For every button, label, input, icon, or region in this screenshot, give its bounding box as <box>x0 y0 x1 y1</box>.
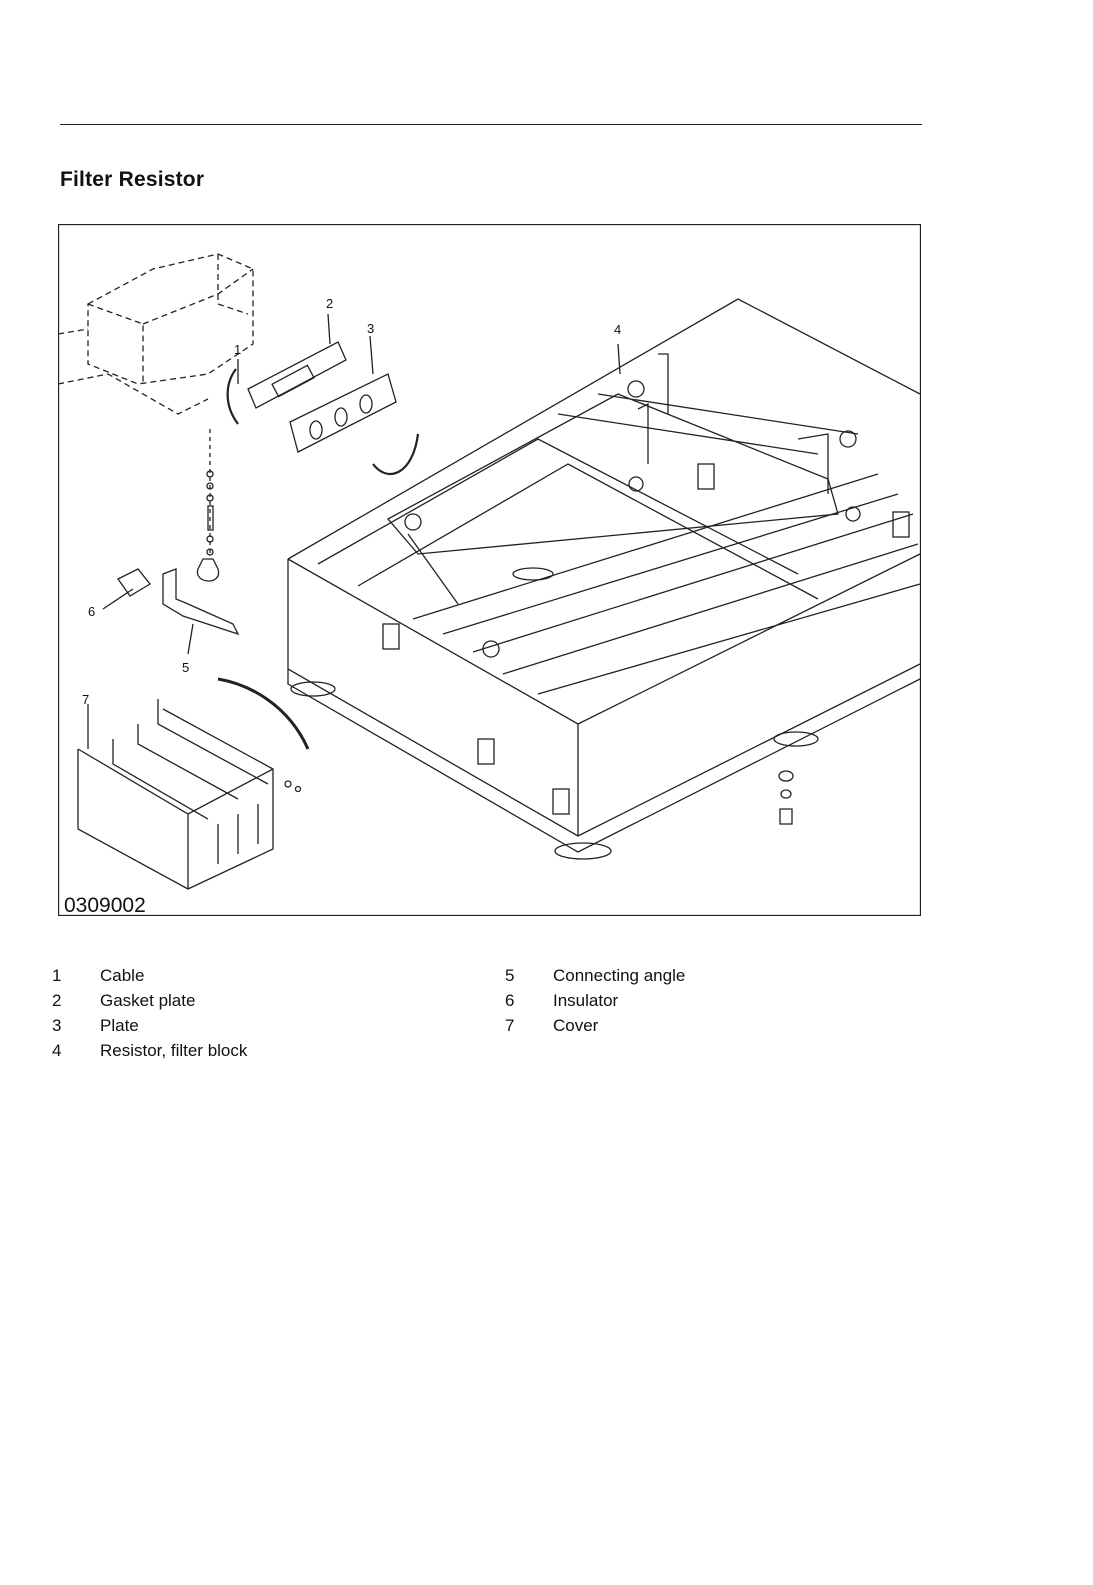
legend-number: 5 <box>505 966 515 985</box>
legend-item: 5 Connecting angle <box>505 966 685 991</box>
connecting-angle <box>162 568 240 636</box>
legend-number: 7 <box>505 1016 515 1035</box>
leader-3 <box>369 335 374 375</box>
fastener-stack <box>206 429 214 556</box>
gasket-plate <box>247 341 347 409</box>
legend-number: 3 <box>52 1016 62 1035</box>
legend-item: 7 Cover <box>505 1016 685 1041</box>
leader-5 <box>187 623 194 655</box>
cable-lower <box>217 677 310 750</box>
legend-right-column: 5 Connecting angle 6 Insulator 7 Cover <box>505 966 685 1041</box>
legend-label: Gasket plate <box>100 991 196 1010</box>
callout-7: 7 <box>82 692 90 707</box>
callout-3: 3 <box>367 321 375 336</box>
legend-item: 3 Plate <box>52 1016 247 1041</box>
cover <box>77 699 274 890</box>
legend-label: Cover <box>553 1016 599 1035</box>
legend-label: Connecting angle <box>553 966 686 985</box>
mounting-hardware <box>778 770 794 825</box>
legend-number: 1 <box>52 966 62 985</box>
callout-4: 4 <box>614 322 622 337</box>
exploded-view-figure: 2 3 4 1 6 5 7 0309002 <box>58 224 921 917</box>
callout-2: 2 <box>326 296 334 311</box>
leader-6 <box>102 588 134 610</box>
legend-left-column: 1 Cable 2 Gasket plate 3 Plate 4 Resisto… <box>52 966 247 1066</box>
legend-label: Cable <box>100 966 145 985</box>
legend-label: Plate <box>100 1016 139 1035</box>
figure-id: 0309002 <box>64 894 146 917</box>
legend-item: 4 Resistor, filter block <box>52 1041 247 1066</box>
figure-frame <box>58 224 921 916</box>
leader-4 <box>617 343 621 375</box>
cover-screws <box>284 780 302 793</box>
exploded-view-drawing <box>58 224 921 916</box>
legend-label: Insulator <box>553 991 619 1010</box>
legend-number: 6 <box>505 991 515 1010</box>
callout-1: 1 <box>234 342 242 357</box>
plate <box>289 373 397 453</box>
header-rule <box>60 124 922 125</box>
legend-label: Resistor, filter block <box>100 1041 248 1060</box>
page-title: Filter Resistor <box>60 168 205 191</box>
callout-5: 5 <box>182 660 190 675</box>
housing-outline <box>58 253 254 415</box>
cable <box>226 368 420 475</box>
leader-2 <box>327 313 331 345</box>
legend-item: 2 Gasket plate <box>52 991 247 1016</box>
legend-number: 4 <box>52 1041 62 1060</box>
legend-item: 1 Cable <box>52 966 247 991</box>
resistor-filter-block <box>287 298 921 860</box>
legend-item: 6 Insulator <box>505 991 685 1016</box>
callout-6: 6 <box>88 604 96 619</box>
legend-number: 2 <box>52 991 62 1010</box>
insulator <box>117 558 220 597</box>
